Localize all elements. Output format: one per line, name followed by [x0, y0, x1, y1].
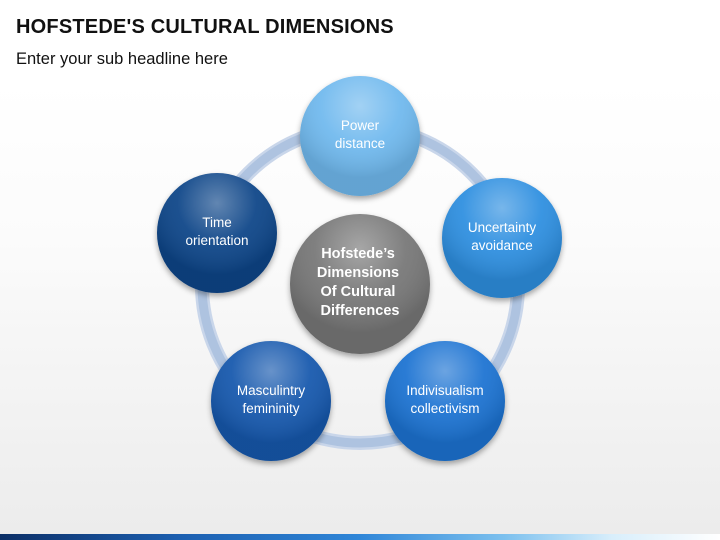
- node-gloss: [300, 76, 420, 196]
- node-label-line: femininity: [242, 401, 299, 416]
- slide-title: HOFSTEDE'S CULTURAL DIMENSIONS: [16, 16, 394, 38]
- node-label-line: Indivisualism: [406, 383, 483, 398]
- node-label: Masculintry femininity: [237, 383, 306, 416]
- node-label-line: avoidance: [471, 238, 533, 253]
- node-label: Time orientation: [185, 215, 248, 248]
- node-gloss: [442, 178, 562, 298]
- node-gloss: [385, 341, 505, 461]
- center-label: Hofstede’s Dimensions Of Cultural Differ…: [317, 246, 403, 319]
- node-individualism-collectivism: Indivisualism collectivism: [385, 341, 505, 461]
- node-masculinity-femininity: Masculintry femininity: [211, 341, 331, 461]
- node-label: Power distance: [335, 118, 385, 151]
- center-label-line-1: Hofstede’s: [321, 246, 395, 262]
- node-label-line: distance: [335, 136, 385, 151]
- node-uncertainty-avoidance: Uncertainty avoidance: [442, 178, 562, 298]
- node-time-orientation: Time orientation: [157, 173, 277, 293]
- node-gloss: [211, 341, 331, 461]
- center-node: Hofstede’s Dimensions Of Cultural Differ…: [290, 214, 430, 354]
- node-label: Uncertainty avoidance: [468, 220, 537, 253]
- node-gloss: [157, 173, 277, 293]
- node-label-line: Masculintry: [237, 383, 306, 398]
- center-label-line-4: Differences: [321, 303, 400, 319]
- node-label-line: collectivism: [410, 401, 479, 416]
- node-label: Indivisualism collectivism: [406, 383, 483, 416]
- node-label-line: Uncertainty: [468, 220, 537, 235]
- bottom-accent-bar: [0, 534, 720, 540]
- node-label-line: Power: [341, 118, 380, 133]
- node-label-line: Time: [202, 215, 232, 230]
- node-label-line: orientation: [185, 233, 248, 248]
- center-circle-gloss: [290, 214, 430, 354]
- center-label-line-2: Dimensions: [317, 265, 399, 281]
- center-label-line-3: Of Cultural: [321, 284, 396, 300]
- slide-subtitle: Enter your sub headline here: [16, 50, 228, 68]
- node-power-distance: Power distance: [300, 76, 420, 196]
